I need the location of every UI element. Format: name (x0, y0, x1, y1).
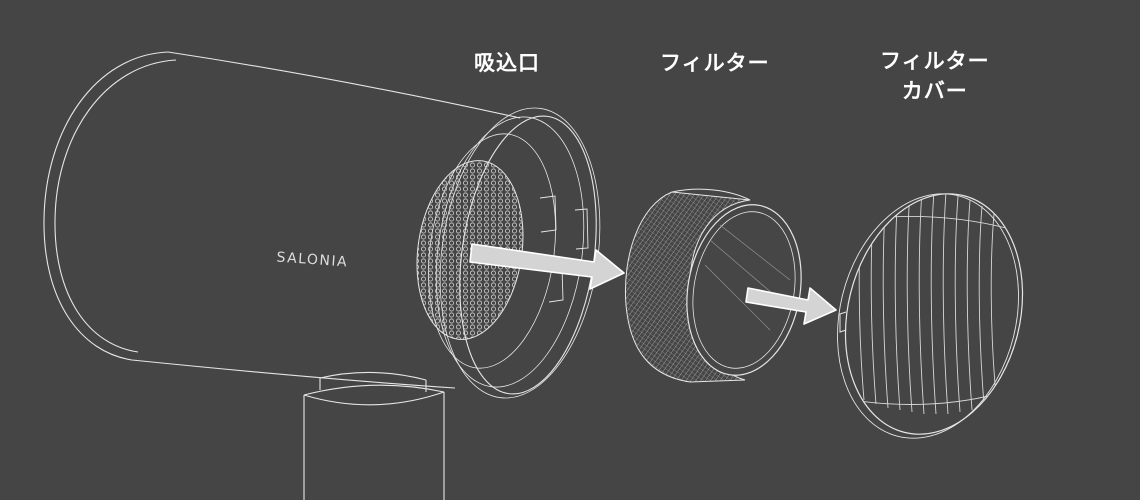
filter-part (624, 188, 802, 383)
label-filter: フィルター (660, 51, 770, 75)
flow-arrow-2 (745, 287, 837, 325)
label-intake: 吸込口 (474, 51, 540, 75)
dryer-body (43, 51, 601, 399)
filter-cover-part (837, 189, 1024, 439)
flow-arrow-1 (469, 243, 625, 290)
intake-mesh (405, 153, 535, 347)
label-filter-cover-line2: カバー (901, 79, 968, 103)
label-filter-cover: フィルター カバー (880, 46, 990, 106)
label-filter-cover-line1: フィルター (880, 49, 990, 73)
brand-text: SALONIA (276, 250, 349, 271)
dryer-handle (303, 371, 445, 500)
